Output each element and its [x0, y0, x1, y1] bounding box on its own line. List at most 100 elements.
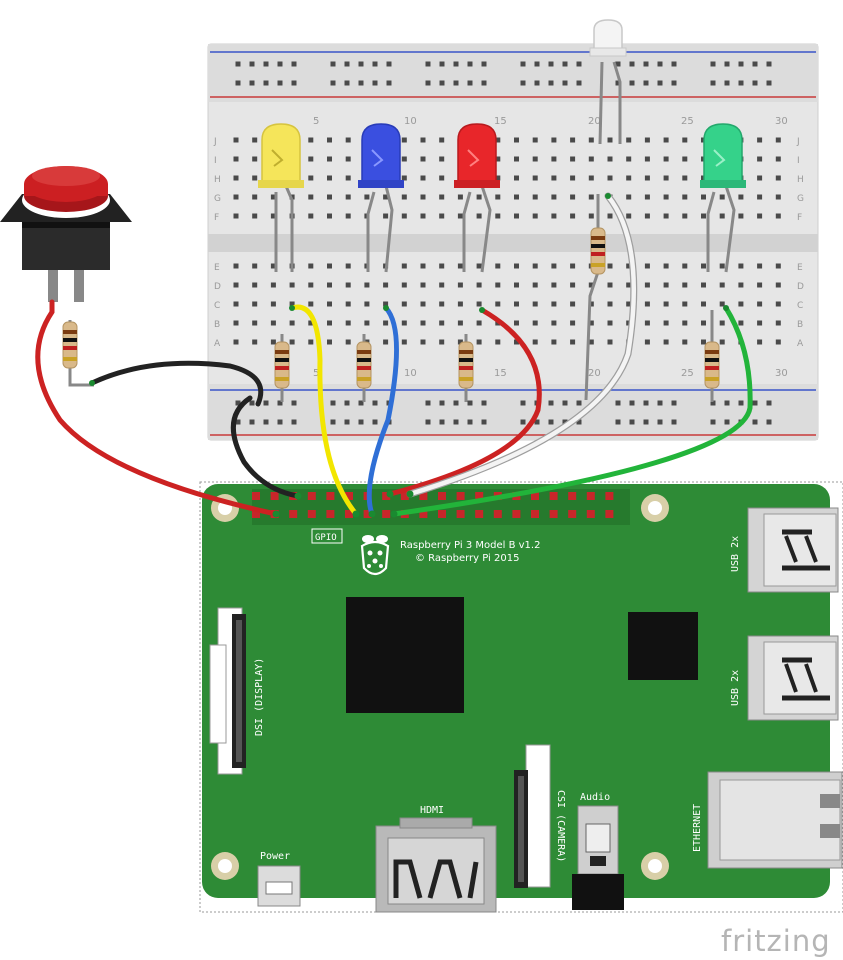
- breadboard-hole: [308, 301, 314, 307]
- breadboard-hole: [330, 61, 336, 67]
- breadboard-hole: [383, 194, 389, 200]
- breadboard-hole: [757, 339, 763, 345]
- gpio-pin: [586, 492, 595, 500]
- breadboard-hole: [724, 419, 730, 425]
- wire-end: [605, 193, 611, 199]
- breadboard-hole: [626, 175, 632, 181]
- breadboard-hole: [249, 61, 255, 67]
- breadboard-hole: [775, 301, 781, 307]
- audio-label: Audio: [580, 792, 610, 803]
- breadboard-hole: [514, 320, 519, 326]
- breadboard-hole: [644, 263, 650, 269]
- breadboard-hole: [562, 419, 568, 425]
- push-button: [0, 166, 132, 302]
- breadboard-hole: [562, 400, 568, 406]
- breadboard-hole: [425, 80, 431, 86]
- breadboard-hole: [710, 61, 716, 67]
- breadboard-hole: [476, 282, 482, 288]
- breadboard-hole: [439, 263, 445, 269]
- breadboard-hole: [327, 156, 332, 162]
- breadboard-hole: [372, 400, 378, 406]
- column-number: 25: [681, 116, 694, 127]
- breadboard-hole: [775, 175, 781, 181]
- audio-jack: [572, 805, 624, 910]
- breadboard-hole: [615, 61, 621, 67]
- breadboard-hole: [682, 282, 688, 288]
- breadboard-hole: [738, 80, 744, 86]
- breadboard-hole: [532, 263, 538, 269]
- breadboard-hole: [514, 282, 519, 288]
- breadboard-hole: [532, 156, 538, 162]
- breadboard-hole: [345, 320, 351, 326]
- column-number: 20: [588, 368, 601, 379]
- breadboard-hole: [495, 339, 501, 345]
- breadboard-hole: [701, 282, 706, 288]
- wire-end: [383, 305, 389, 311]
- breadboard-hole: [520, 80, 526, 86]
- usb-port: [747, 507, 839, 593]
- breadboard-hole: [249, 80, 255, 86]
- breadboard-hole: [327, 320, 332, 326]
- breadboard-hole: [607, 175, 613, 181]
- breadboard-hole: [738, 213, 744, 219]
- breadboard-hole: [738, 400, 744, 406]
- breadboard-hole: [439, 282, 445, 288]
- breadboard-hole: [289, 301, 295, 307]
- breadboard-hole: [453, 61, 459, 67]
- breadboard-hole: [514, 175, 519, 181]
- breadboard-hole: [682, 320, 688, 326]
- breadboard-hole: [514, 339, 519, 345]
- breadboard-hole: [588, 301, 594, 307]
- breadboard-hole: [383, 301, 389, 307]
- breadboard-hole: [570, 320, 576, 326]
- resistor: [458, 341, 474, 389]
- breadboard-hole: [629, 419, 635, 425]
- gpio-label: GPIO: [315, 533, 337, 543]
- breadboard-hole: [249, 400, 255, 406]
- breadboard-hole: [766, 61, 772, 67]
- breadboard-hole: [495, 137, 501, 143]
- breadboard-hole: [682, 339, 688, 345]
- breadboard-hole: [551, 213, 557, 219]
- breadboard-hole: [252, 339, 258, 345]
- breadboard-hole: [551, 320, 557, 326]
- row-letter: E: [797, 263, 803, 273]
- breadboard-hole: [514, 301, 519, 307]
- breadboard-hole: [607, 137, 613, 143]
- breadboard-hole: [457, 339, 463, 345]
- breadboard-hole: [308, 282, 314, 288]
- breadboard-hole: [344, 400, 350, 406]
- breadboard-hole: [439, 213, 445, 219]
- breadboard-hole: [457, 320, 463, 326]
- breadboard-hole: [401, 194, 407, 200]
- breadboard-hole: [551, 263, 557, 269]
- breadboard-hole: [420, 194, 426, 200]
- row-letter: G: [214, 194, 221, 204]
- camera-connector: [514, 744, 551, 888]
- breadboard-hole: [383, 320, 389, 326]
- breadboard-hole: [570, 156, 576, 162]
- breadboard-hole: [775, 320, 781, 326]
- breadboard-hole: [719, 263, 725, 269]
- breadboard-hole: [327, 175, 332, 181]
- breadboard-hole: [420, 320, 426, 326]
- breadboard-hole: [270, 213, 276, 219]
- breadboard-hole: [277, 400, 283, 406]
- breadboard-hole: [548, 400, 554, 406]
- breadboard-hole: [643, 61, 649, 67]
- breadboard-hole: [626, 263, 632, 269]
- breadboard-hole: [663, 320, 669, 326]
- breadboard-hole: [562, 80, 568, 86]
- breadboard-hole: [263, 61, 269, 67]
- breadboard-hole: [364, 194, 370, 200]
- breadboard-hole: [308, 156, 314, 162]
- breadboard-hole: [439, 400, 445, 406]
- breadboard-hole: [514, 263, 519, 269]
- breadboard-hole: [289, 320, 295, 326]
- breadboard-hole: [252, 320, 258, 326]
- wire-end: [294, 492, 302, 500]
- gpio-pin: [363, 510, 372, 518]
- breadboard-hole: [344, 419, 350, 425]
- raspberry-logo-icon: [360, 535, 390, 576]
